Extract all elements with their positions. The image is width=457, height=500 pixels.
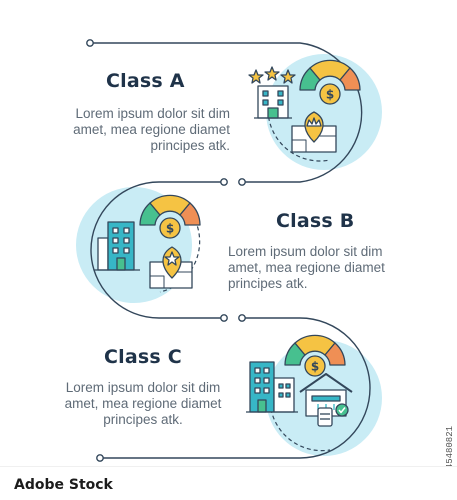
card-b-title: Class B: [276, 210, 355, 232]
connector-dot-b-end: [220, 314, 228, 322]
office-building-icon: [94, 221, 140, 271]
connector-dot-end: [96, 454, 104, 462]
cost-gauge-icon-b: $: [139, 194, 201, 239]
connector-dot-b-start: [238, 178, 246, 186]
cost-gauge-icon: $: [299, 59, 361, 105]
connector-dot-c-start: [238, 314, 246, 322]
warehouse-repair-icon: [299, 373, 353, 427]
stock-brand-logo: Adobe Stock: [14, 477, 113, 493]
card-c-description: Lorem ipsum dolor sit dim amet, mea regi…: [64, 380, 222, 427]
card-a-description: Lorem ipsum dolor sit dim amet, mea regi…: [73, 106, 230, 153]
dollar-glyph: $: [326, 88, 334, 102]
map-pin-crown-icon: [291, 111, 337, 153]
stock-id-text: #945480821: [445, 425, 455, 480]
card-a-title: Class A: [106, 70, 185, 92]
hotel-stars-icon: [248, 66, 296, 119]
map-pin-star-icon: [149, 246, 193, 289]
card-c-title: Class C: [104, 346, 182, 368]
cost-gauge-icon-c: $: [284, 334, 346, 377]
connector-dots: [86, 39, 246, 462]
connector-dot-a-end: [220, 178, 228, 186]
dollar-glyph-c: $: [311, 360, 319, 374]
stock-footer: Adobe Stock: [0, 466, 457, 500]
connector-dot-start: [86, 39, 94, 47]
connector-line: [90, 42, 371, 459]
card-b-description: Lorem ipsum dolor sit dim amet, mea regi…: [228, 244, 385, 291]
dollar-glyph-b: $: [166, 222, 174, 236]
city-buildings-icon: [246, 361, 298, 413]
